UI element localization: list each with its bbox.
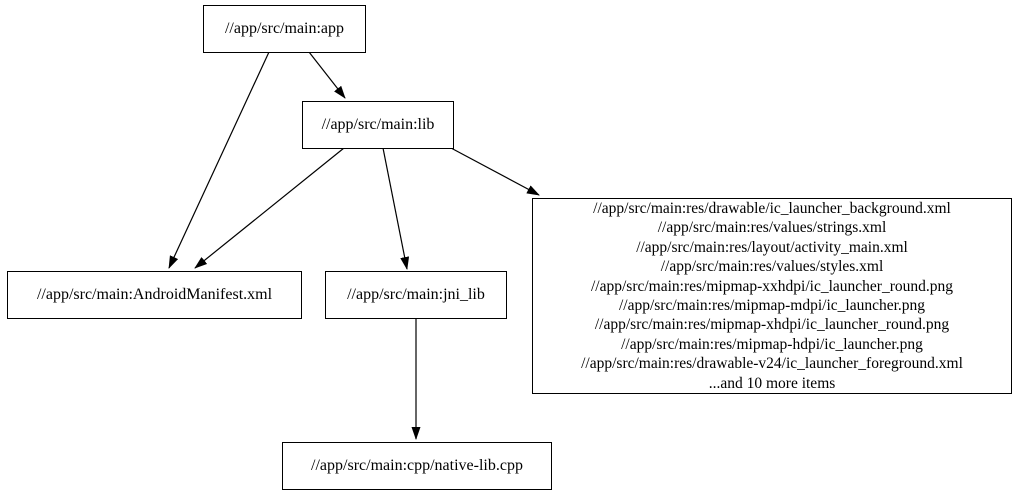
res-file-item: //app/src/main:res/values/styles.xml: [660, 258, 884, 276]
edge-lib-to-android-manifest: [194, 147, 345, 269]
node-android-manifest: //app/src/main:AndroidManifest.xml: [7, 271, 302, 319]
node-jni-lib-label: //app/src/main:jni_lib: [347, 286, 485, 303]
res-file-item: //app/src/main:res/layout/activity_main.…: [636, 238, 908, 256]
res-file-item: //app/src/main:res/mipmap-xhdpi/ic_launc…: [594, 316, 950, 334]
res-file-item: //app/src/main:res/mipmap-hdpi/ic_launch…: [621, 335, 923, 353]
node-jni-lib: //app/src/main:jni_lib: [325, 271, 507, 319]
res-group-more-items: ...and 10 more items: [708, 374, 836, 392]
node-app: //app/src/main:app: [203, 5, 366, 53]
node-app-label: //app/src/main:app: [224, 20, 345, 37]
node-res-group: //app/src/main:res/drawable/ic_launcher_…: [532, 198, 1012, 394]
edge-lib-to-jni-lib: [382, 147, 410, 270]
node-lib: //app/src/main:lib: [302, 101, 454, 149]
res-file-item: //app/src/main:res/values/strings.xml: [657, 219, 887, 237]
node-native-lib-cpp-label: //app/src/main:cpp/native-lib.cpp: [311, 457, 523, 474]
edge-app-to-lib: [308, 51, 346, 99]
res-file-item: //app/src/main:res/drawable/ic_launcher_…: [593, 199, 951, 217]
res-file-item: //app/src/main:res/mipmap-xxhdpi/ic_laun…: [590, 277, 953, 295]
edge-lib-to-res-group: [450, 147, 540, 196]
node-native-lib-cpp: //app/src/main:cpp/native-lib.cpp: [282, 442, 552, 490]
node-lib-label: //app/src/main:lib: [321, 116, 435, 133]
res-file-item: //app/src/main:res/mipmap-mdpi/ic_launch…: [618, 297, 926, 314]
edge-app-to-android-manifest: [168, 51, 270, 269]
node-android-manifest-label: //app/src/main:AndroidManifest.xml: [36, 286, 273, 303]
res-file-item: //app/src/main:res/drawable-v24/ic_launc…: [581, 355, 963, 373]
